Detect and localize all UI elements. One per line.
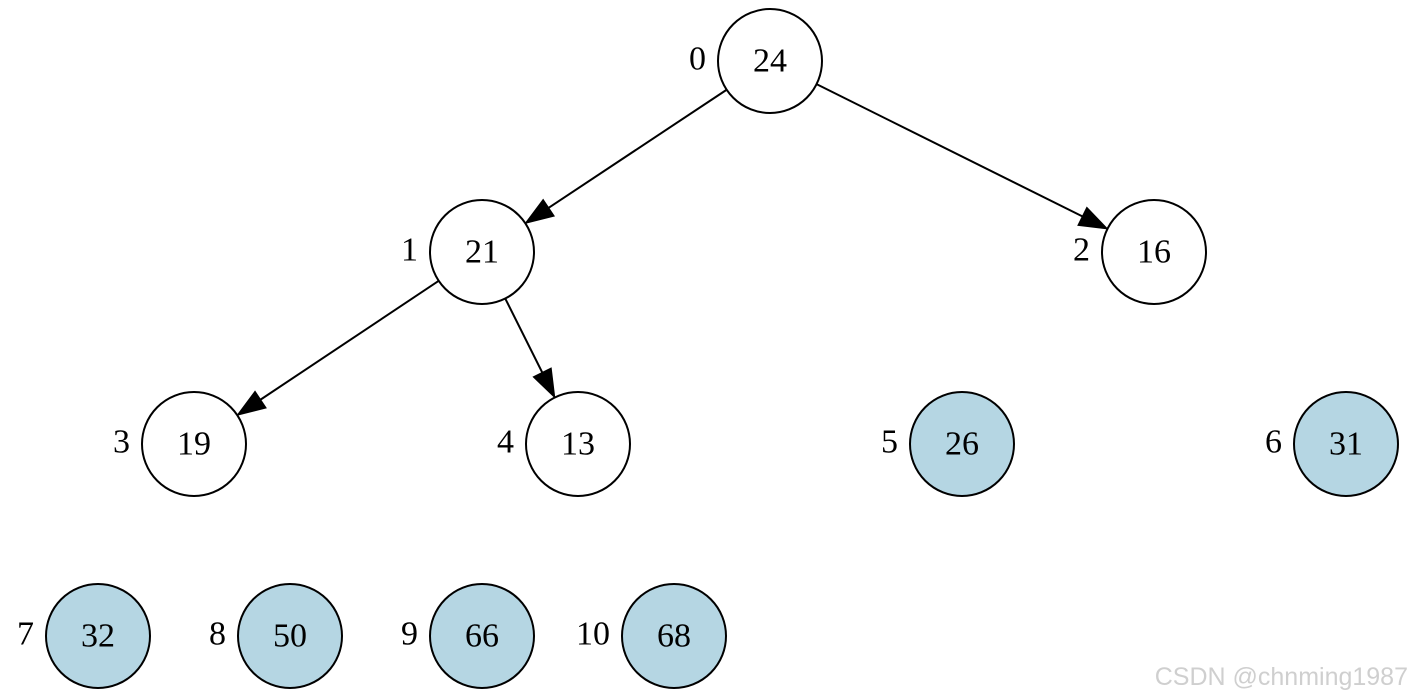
node-index-label: 10 (576, 616, 610, 653)
node-circle (45, 583, 151, 689)
node-value: 50 (273, 618, 307, 655)
node-circle (429, 583, 535, 689)
node-value: 13 (561, 426, 595, 463)
edge-line (548, 88, 728, 209)
heap-node-9: 66 9 (401, 583, 535, 689)
edge-0-2 (816, 83, 1109, 230)
arrowhead (532, 367, 556, 399)
edge-1-4 (504, 298, 556, 399)
node-value: 31 (1329, 426, 1363, 463)
node-index-label: 2 (1073, 232, 1090, 269)
edge-line (504, 298, 544, 373)
heap-node-5: 26 5 (881, 391, 1015, 497)
node-index-label: 9 (401, 616, 418, 653)
heap-node-1: 21 1 (401, 199, 535, 305)
node-value: 21 (465, 234, 499, 271)
watermark-text: CSDN @chnming1987 (1154, 663, 1408, 691)
node-index-label: 8 (209, 616, 226, 653)
node-index-label: 1 (401, 232, 418, 269)
node-circle (429, 199, 535, 305)
heap-node-0: 24 0 (689, 8, 823, 114)
node-circle (717, 8, 823, 114)
node-index-label: 7 (17, 616, 34, 653)
heap-node-6: 31 6 (1265, 391, 1399, 497)
heap-node-8: 50 8 (209, 583, 343, 689)
node-circle (909, 391, 1015, 497)
edges-layer (236, 83, 1109, 416)
edge-1-3 (236, 280, 440, 416)
node-index-label: 3 (113, 424, 130, 461)
node-circle (1293, 391, 1399, 497)
node-circle (621, 583, 727, 689)
node-value: 24 (753, 43, 787, 80)
heap-node-3: 19 3 (113, 391, 247, 497)
node-index-label: 4 (497, 424, 514, 461)
node-index-label: 0 (689, 41, 706, 78)
arrowhead (1077, 206, 1109, 230)
edge-line (260, 280, 440, 401)
node-value: 32 (81, 618, 115, 655)
node-value: 26 (945, 426, 979, 463)
edge-0-1 (524, 88, 728, 225)
heap-node-4: 13 4 (497, 391, 631, 497)
node-value: 16 (1137, 234, 1171, 271)
node-value: 66 (465, 618, 499, 655)
node-circle (141, 391, 247, 497)
node-circle (525, 391, 631, 497)
node-circle (1101, 199, 1207, 305)
arrowhead (524, 198, 556, 225)
heap-node-7: 32 7 (17, 583, 151, 689)
nodes-layer: 24 0 21 1 16 2 19 3 13 4 26 5 31 6 32 7 50 8 66 9 68 10 (17, 8, 1399, 689)
node-value: 19 (177, 426, 211, 463)
node-index-label: 6 (1265, 424, 1282, 461)
arrowhead (236, 390, 267, 416)
node-circle (237, 583, 343, 689)
heap-node-2: 16 2 (1073, 199, 1207, 305)
edge-line (816, 83, 1083, 218)
node-index-label: 5 (881, 424, 898, 461)
node-value: 68 (657, 618, 691, 655)
heap-node-10: 68 10 (576, 583, 727, 689)
